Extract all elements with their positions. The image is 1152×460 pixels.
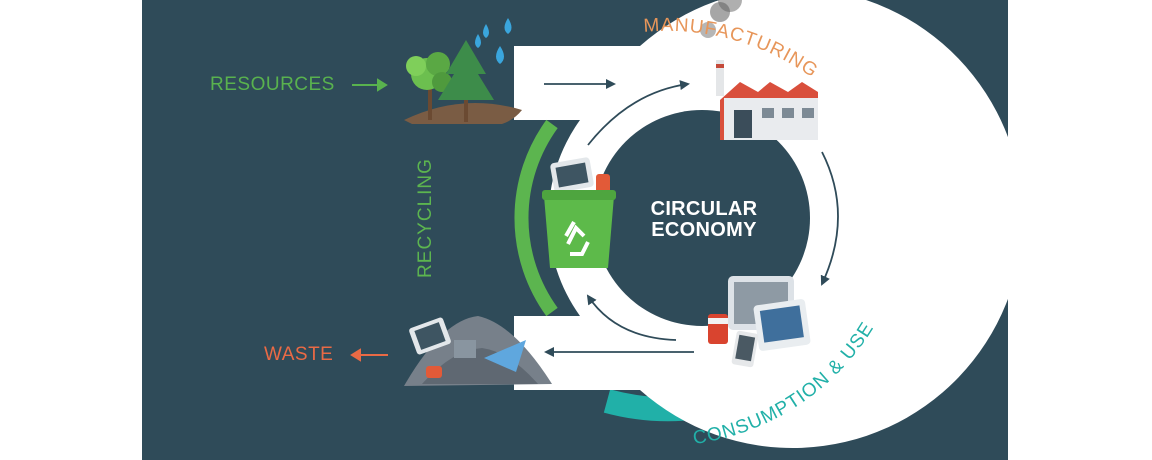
center-circle <box>594 110 810 326</box>
diagram-graphics: MANUFACTURING CONSUMPTION & USE <box>350 0 1008 449</box>
recycling-ring <box>514 119 558 317</box>
recycle-symbol-icon <box>564 221 590 256</box>
water-drops-icon <box>475 18 512 64</box>
devices-icon <box>708 276 811 368</box>
waste-label: WASTE <box>264 344 334 365</box>
waste-pile-icon <box>404 316 552 386</box>
trees-icon <box>404 40 522 124</box>
flow-arrows <box>544 79 839 357</box>
arrow-manufacturing-down <box>820 151 839 286</box>
center-title-line2: ECONOMY <box>651 219 757 241</box>
circular-economy-diagram: MANUFACTURING CONSUMPTION & USE RESOURCE… <box>142 0 1008 460</box>
resources-label: RESOURCES <box>210 74 335 95</box>
center-title: CIRCULAR ECONOMY <box>619 199 789 241</box>
waste-arrow <box>350 348 388 362</box>
recycling-label: RECYCLING <box>415 158 436 278</box>
arrow-inner-bottom <box>586 294 677 341</box>
center-title-line1: CIRCULAR <box>650 198 758 220</box>
arrow-inner-top <box>587 80 690 146</box>
factory-icon <box>700 0 818 140</box>
resources-arrow <box>352 78 388 92</box>
